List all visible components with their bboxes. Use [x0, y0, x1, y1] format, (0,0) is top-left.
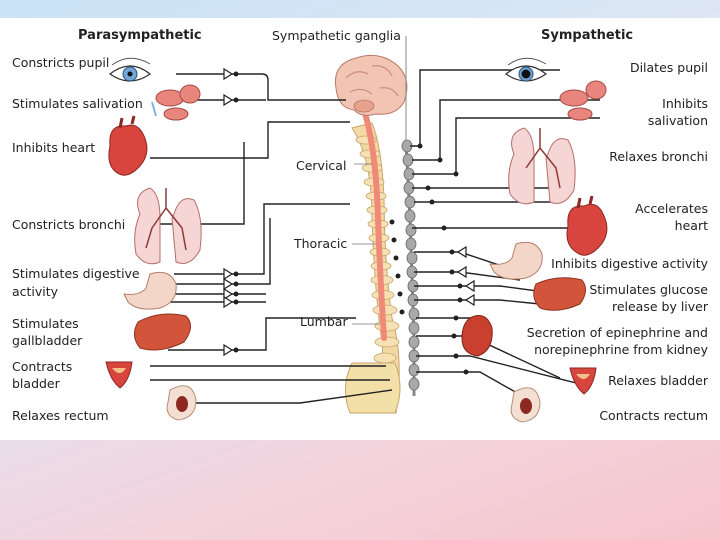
label-contracts: Contracts	[12, 359, 73, 374]
label-gallbladder: gallbladder	[12, 333, 83, 348]
parasympathetic-arrows	[223, 67, 234, 357]
parasympathetic-ganglion-dots	[233, 71, 239, 353]
sympathetic-ganglia-chain	[401, 139, 420, 396]
header-sympathetic: Sympathetic	[541, 28, 634, 43]
heart-left	[108, 115, 148, 176]
header-parasympathetic: Parasympathetic	[78, 28, 202, 43]
label-salivation: salivation	[647, 113, 708, 128]
header-sympathetic-ganglia: Sympathetic ganglia	[272, 28, 401, 43]
liver-left	[134, 313, 191, 351]
slide-gradient-footer	[0, 440, 720, 540]
liver-right	[533, 277, 586, 311]
salivary-glands-left	[151, 84, 201, 121]
stomach-right	[489, 241, 543, 280]
sympathetic-arrows	[456, 245, 475, 307]
label-constricts-pupil: Constricts pupil	[12, 55, 110, 70]
label-cervical: Cervical	[296, 158, 347, 173]
diagram-panel: Parasympathetic Sympathetic ganglia Symp…	[0, 18, 720, 440]
label-accelerates: Accelerates	[635, 201, 708, 216]
label-activity: activity	[12, 284, 59, 299]
label-stimulates-glucose: Stimulates glucose	[589, 282, 708, 297]
salivary-glands-right	[559, 80, 607, 121]
heart-right	[566, 195, 608, 256]
rectum-left	[166, 385, 197, 421]
left-eye	[108, 57, 152, 82]
stomach-left	[123, 271, 177, 310]
label-stimulates-digestive: Stimulates digestive	[12, 266, 140, 281]
label-dilates-pupil: Dilates pupil	[629, 60, 708, 75]
sympathetic-ganglion-dots	[389, 143, 469, 375]
label-release-by-liver: release by liver	[611, 299, 708, 314]
lungs-right	[508, 127, 576, 205]
bladder-left	[105, 361, 133, 389]
lungs-left	[134, 187, 202, 265]
rectum-right	[510, 387, 541, 423]
right-eye	[504, 57, 548, 82]
label-heart: heart	[674, 218, 708, 233]
label-bladder: bladder	[12, 376, 60, 391]
label-contracts-rectum: Contracts rectum	[599, 408, 708, 423]
brain	[334, 54, 408, 116]
kidney	[461, 315, 493, 357]
label-inhibits-heart: Inhibits heart	[12, 140, 96, 155]
label-relaxes-bronchi: Relaxes bronchi	[609, 149, 708, 164]
label-stimulates: Stimulates	[12, 316, 79, 331]
label-relaxes-rectum: Relaxes rectum	[12, 408, 109, 423]
spinal-cord	[361, 107, 387, 341]
label-inhibits-digestive-activity: Inhibits digestive activity	[551, 256, 708, 271]
label-inhibits: Inhibits	[662, 96, 708, 111]
bladder-right	[569, 367, 597, 395]
label-constricts-bronchi: Constricts bronchi	[12, 217, 126, 232]
label-secretion-epinephrine: Secretion of epinephrine and	[526, 325, 708, 340]
label-thoracic: Thoracic	[294, 236, 348, 251]
label-relaxes-bladder: Relaxes bladder	[608, 373, 708, 388]
nervous-system-diagram	[105, 36, 608, 423]
label-lumbar: Lumbar	[300, 314, 348, 329]
label-stimulates-salivation: Stimulates salivation	[12, 96, 143, 111]
label-norepinephrine-kidney: norepinephrine from kidney	[534, 342, 708, 357]
